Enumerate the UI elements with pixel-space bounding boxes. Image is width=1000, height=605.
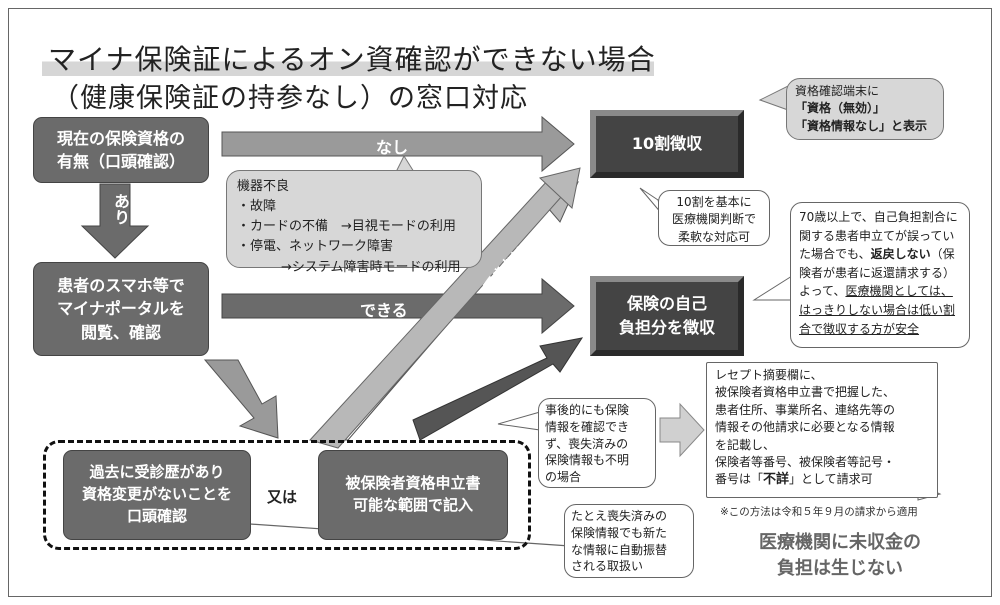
- device-item3: ・停電、ネットワーク障害: [237, 239, 394, 255]
- age70-p4: よって、: [799, 284, 846, 299]
- terminal-line2: 「資格（無効）」: [795, 101, 886, 116]
- label-yes: あり: [111, 193, 130, 225]
- device-heading: 機器不良: [237, 179, 290, 194]
- age70-p3: （保険者が患者に返還請求する）: [799, 247, 956, 280]
- node-full-charge: 10割徴収: [590, 110, 744, 178]
- device-item2: ・カードの不備 →目視モードの利用: [237, 219, 456, 235]
- callout-receipt: レセプト摘要欄に、 被保険者資格申立書で把握した、 患者住所、事業所名、連絡先等…: [706, 362, 938, 498]
- callout-retroactive: 事後的にも保険 情報を確認でき ず、喪失済みの 保険情報も不明 の場合: [538, 398, 656, 488]
- receipt-bold: 不詳: [763, 472, 790, 488]
- device-item4: →システム障害時モードの利用: [281, 259, 461, 275]
- page-title: マイナ保険証によるオン資確認ができない場合: [48, 43, 656, 76]
- node-past-visit: 過去に受診歴があり 資格変更がないことを 口頭確認: [63, 450, 251, 540]
- footer-note: 医療機関に未収金の 負担は生じない: [759, 532, 921, 580]
- receipt-body: レセプト摘要欄に、 被保険者資格申立書で把握した、 患者住所、事業所名、連絡先等…: [715, 368, 896, 487]
- receipt-tail: 」として請求可: [789, 472, 873, 487]
- arrow-cannot-portal: [203, 359, 279, 439]
- callout-auto-transfer: たとえ喪失済みの 保険情報でも新た な情報に自動振替 される取扱い: [564, 504, 694, 578]
- node-current-status: 現在の保険資格の 有無（口頭確認）: [33, 117, 209, 183]
- arrow-can-portal: [221, 277, 575, 335]
- callout-device-failure: 機器不良 ・故障 ・カードの不備 →目視モードの利用 ・停電、ネットワーク障害 …: [226, 170, 482, 275]
- callout-age70: 70歳以上で、自己負担割合に関する患者申立てが誤っていた場合でも、返戻しない（保…: [790, 202, 970, 348]
- terminal-line3: 「資格情報なし」と表示: [795, 118, 928, 133]
- label-none: なし: [376, 138, 409, 157]
- alternatives-group: [43, 440, 531, 550]
- age70-p2: 返戻しない: [870, 247, 931, 262]
- node-smartphone-portal: 患者のスマホ等で マイナポータルを 閲覧、確認: [33, 262, 209, 356]
- arrow-none: [221, 115, 575, 173]
- label-can-portal: できる: [360, 301, 408, 320]
- page-subtitle: （健康保険証の持参なし）の窓口対応: [52, 83, 528, 114]
- age70-p1: 70歳以上で、自己負担割合に関する患者申立てが誤っていた場合でも、: [799, 210, 958, 262]
- or-label: 又は: [267, 488, 298, 506]
- arrow-to-receipt: [659, 402, 705, 458]
- node-application-form: 被保険者資格申立書 可能な範囲で記入: [318, 450, 508, 540]
- diagram-frame: [8, 8, 992, 597]
- callout-terminal: 資格確認端末に 「資格（無効）」 「資格情報なし」と表示: [786, 78, 944, 140]
- footnote: ※この方法は令和５年９月の請求から適用: [720, 506, 918, 518]
- device-item1: ・故障: [237, 199, 277, 215]
- arrow-can-form: [412, 337, 584, 441]
- title-highlight: [42, 44, 654, 76]
- terminal-line1: 資格確認端末に: [795, 84, 880, 98]
- age70-p5: 医療機関としては、はっきりしない場合は低い割合で徴収する方が安全: [799, 284, 956, 336]
- arrow-yes: [80, 183, 150, 259]
- callout-full-charge-note: 10割を基本に 医療機関判断で 柔軟な対応可: [658, 190, 770, 246]
- node-copay-charge: 保険の自己 負担分を徴収: [590, 276, 744, 356]
